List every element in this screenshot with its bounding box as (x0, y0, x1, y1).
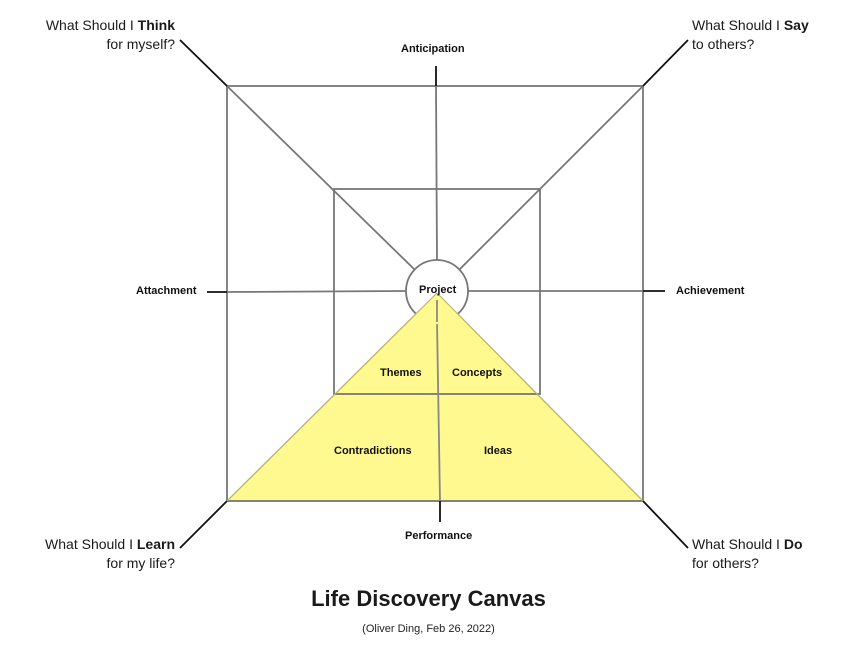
corner-top-left: What Should I Think for myself? (46, 16, 175, 54)
axis-vertical-upper (435, 85, 438, 261)
pointer-bottom-left (179, 500, 228, 549)
center-label: Project (419, 284, 457, 296)
pointer-top-left (179, 39, 228, 87)
corner-top-right: What Should I Say to others? (692, 16, 809, 54)
corner-bottom-left-prefix: What Should I (45, 536, 137, 552)
corner-bottom-right: What Should I Do for others? (692, 535, 803, 573)
corner-top-left-prefix: What Should I (45, 17, 138, 33)
diagonal-top-right (458, 85, 644, 271)
axis-label-left: Attachment (136, 285, 197, 297)
axis-vertical-lower (436, 321, 441, 502)
corner-top-left-line2: for myself? (106, 36, 175, 52)
corner-bottom-right-emph: Do (783, 536, 803, 552)
quadrant-concepts: Concepts (452, 367, 503, 379)
diagonal-top-left (226, 85, 416, 271)
corner-bottom-left: What Should I Learn for my life? (45, 535, 175, 573)
outer-square (226, 85, 644, 502)
corner-top-right-line2: to others? (692, 36, 755, 52)
pointer-top-right (642, 39, 689, 87)
axis-horizontal-left (226, 290, 407, 293)
triangle-edge-right (436, 292, 644, 502)
corner-top-left-emph: Think (137, 17, 175, 33)
corner-bottom-right-prefix: What Should I (692, 536, 784, 552)
quadrant-themes: Themes (380, 367, 422, 379)
quadrant-ideas: Ideas (484, 445, 513, 457)
page-title: Life Discovery Canvas (311, 586, 546, 611)
triangle-edge-left (226, 292, 438, 502)
corner-bottom-right-line2: for others? (692, 555, 759, 571)
corner-bottom-left-line2: for my life? (106, 555, 175, 571)
highlight-triangle (225, 292, 645, 502)
axis-label-right: Achievement (676, 285, 745, 297)
pointer-bottom-right (642, 500, 689, 549)
axis-label-bottom: Performance (405, 530, 473, 542)
corner-bottom-left-emph: Learn (136, 536, 175, 552)
axis-label-top: Anticipation (401, 43, 465, 55)
corner-top-right-prefix: What Should I (692, 17, 784, 33)
corner-top-right-emph: Say (783, 17, 809, 33)
page-subtitle: (Oliver Ding, Feb 26, 2022) (362, 623, 495, 635)
quadrant-contradictions: Contradictions (334, 445, 412, 457)
